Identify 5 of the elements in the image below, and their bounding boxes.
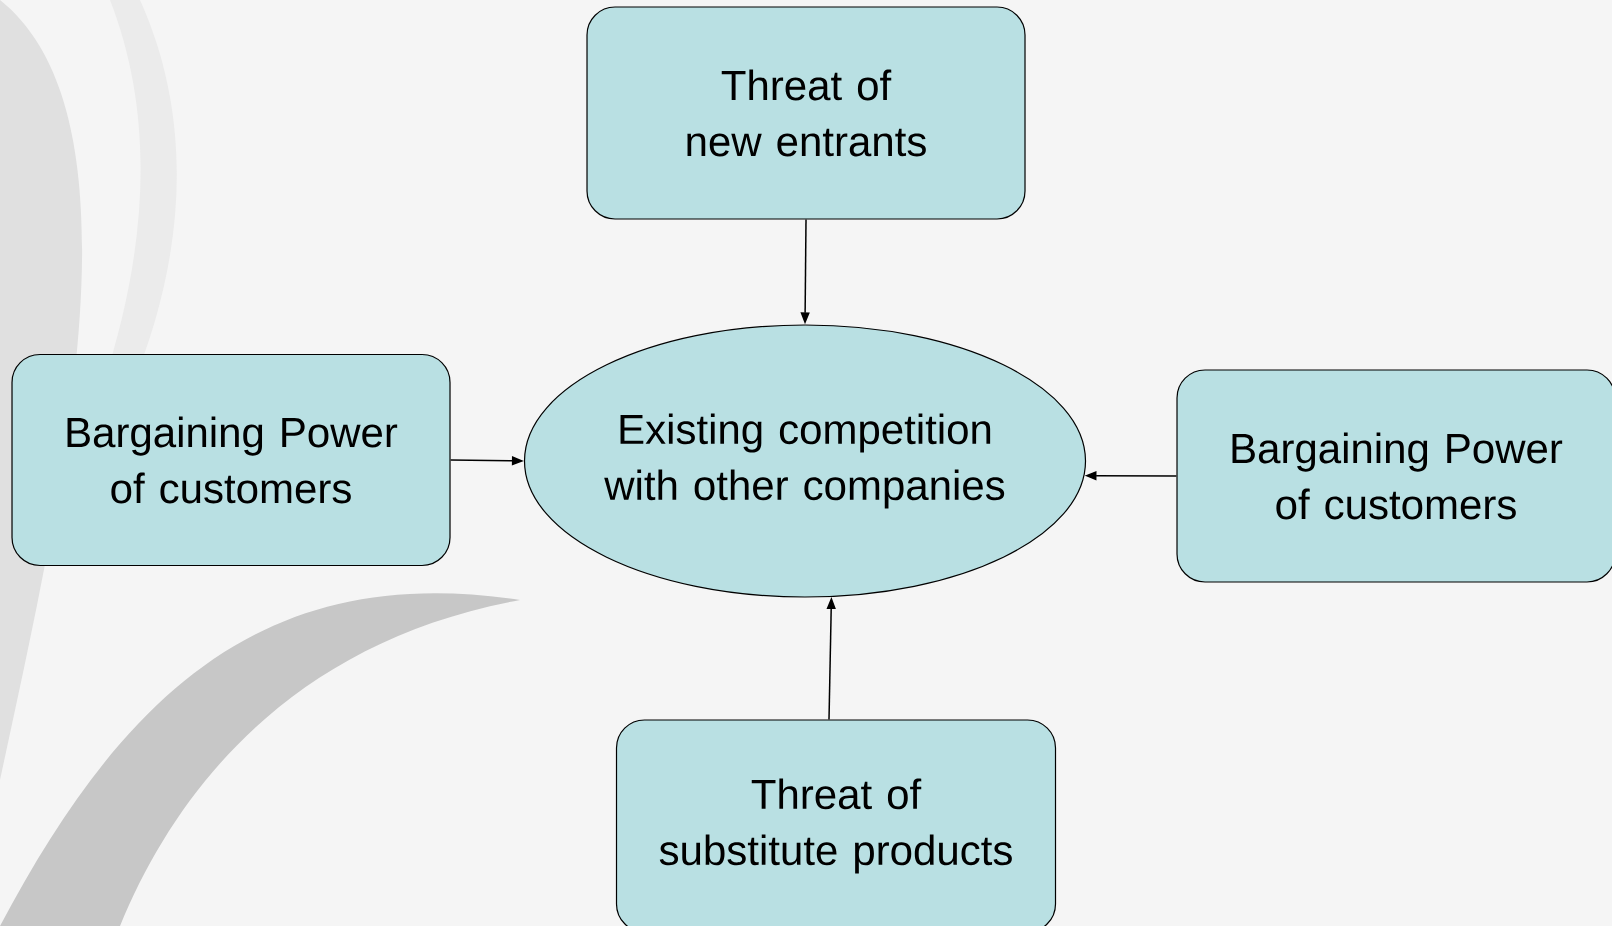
rounded-box: Bargaining Power of customers <box>1176 369 1612 583</box>
rounded-box: Threat of new entrants <box>586 6 1026 220</box>
rounded-box: Bargaining Power of customers <box>11 353 451 567</box>
ellipse-node: Existing competition with other companies <box>523 324 1087 598</box>
rounded-box: Threat of substitute products <box>615 719 1057 926</box>
